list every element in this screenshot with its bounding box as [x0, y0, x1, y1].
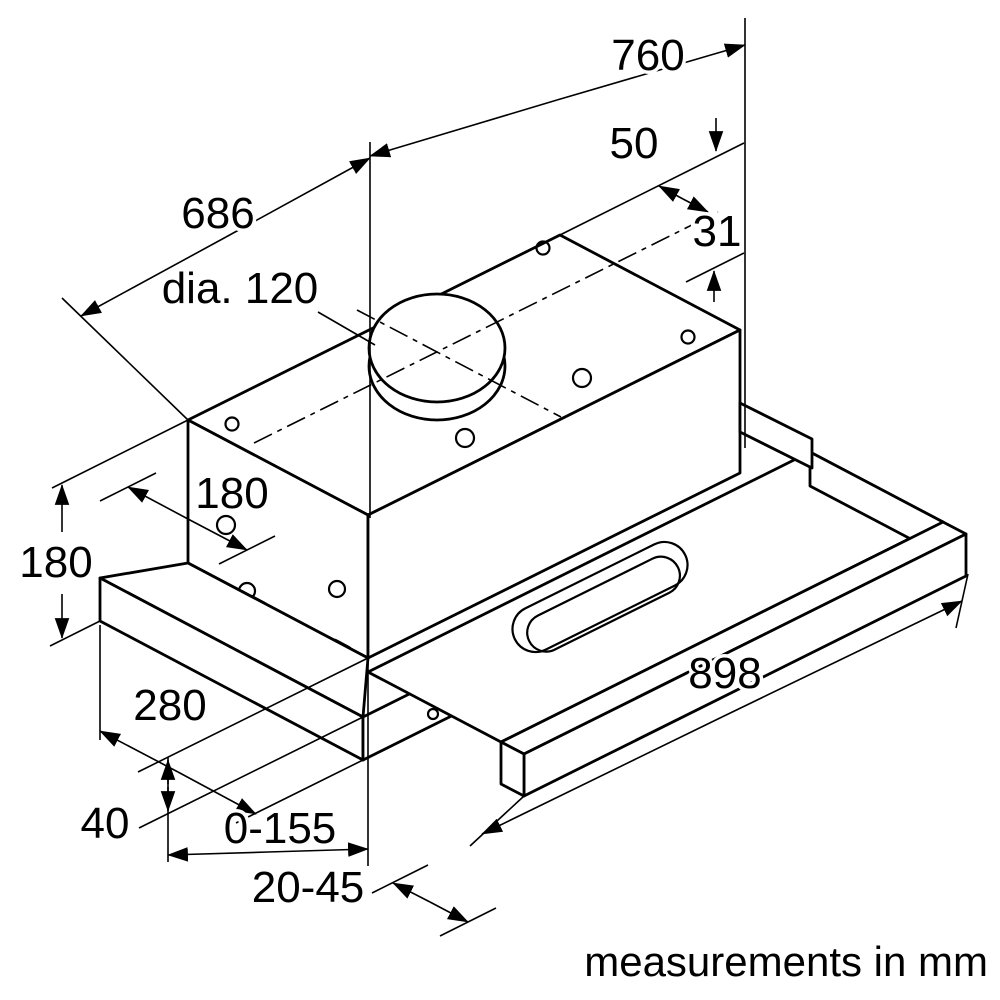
extension-line	[685, 252, 745, 283]
dim-line	[187, 518, 248, 551]
hood-structure	[98, 211, 968, 798]
dim-label-0-155: 0-155	[224, 804, 337, 853]
dimension-31: 31	[685, 118, 745, 302]
chassis-screw	[426, 707, 440, 721]
screw-hole	[224, 416, 240, 432]
vent-hole	[571, 367, 593, 389]
dim-line	[225, 157, 371, 238]
dim-label-40: 40	[81, 799, 130, 848]
side-hole	[327, 579, 347, 599]
dim-line	[127, 486, 189, 520]
dim-line	[556, 43, 746, 101]
extension-line	[138, 716, 364, 829]
centerline-long	[253, 211, 719, 444]
dimension-760: 760	[369, 18, 746, 518]
dim-line	[429, 901, 469, 923]
extension-line	[559, 142, 745, 236]
dim-line	[177, 771, 257, 815]
dimension-180-height: 180	[16, 419, 189, 647]
dimension-40: 40	[77, 657, 369, 862]
dim-line	[369, 99, 558, 158]
dimension-dia-120: dia. 120	[158, 261, 376, 346]
dim-label-180-depth: 180	[195, 469, 268, 518]
extension-line	[61, 297, 189, 421]
dim-line	[481, 716, 723, 835]
dim-label-dia-120: dia. 120	[162, 264, 319, 313]
dim-label-686: 686	[181, 189, 254, 238]
dim-label-20-45: 20-45	[252, 863, 365, 912]
dim-line	[721, 600, 963, 718]
dimension-898: 898	[469, 573, 969, 847]
dim-label-280: 280	[133, 681, 206, 730]
screw-hole	[535, 240, 551, 256]
screw-hole	[680, 329, 696, 345]
dimension-20-45: 20-45	[248, 860, 497, 937]
dim-label-760: 760	[611, 31, 684, 80]
vent-hole	[454, 427, 476, 449]
dim-line	[80, 236, 227, 317]
dim-label-50: 50	[610, 119, 659, 168]
dim-line	[99, 730, 179, 773]
extension-line	[51, 419, 189, 489]
extension-line	[235, 759, 364, 824]
dimension-180-depth: 180	[99, 466, 276, 565]
dim-line	[658, 185, 684, 202]
extension-line	[371, 864, 429, 894]
dim-line	[267, 842, 369, 857]
dim-label-180-height: 180	[19, 538, 92, 587]
chassis-corner-step	[738, 401, 814, 470]
dim-label-31: 31	[693, 207, 742, 256]
housing-right-face	[366, 328, 742, 660]
dimension-50: 50	[559, 116, 745, 236]
centerline-cross	[356, 309, 562, 418]
measurement-unit-note: measurements in mm	[584, 938, 988, 985]
extension-line	[137, 657, 369, 773]
dim-line	[167, 847, 269, 862]
dim-line	[392, 882, 431, 903]
duct-collar-rim	[367, 292, 507, 404]
dimensions: 760 686 dia. 120 50 31	[16, 18, 988, 985]
dimension-280: 280	[99, 625, 364, 824]
dimension-0-155: 0-155	[167, 662, 369, 866]
dim-label-898: 898	[688, 649, 761, 698]
handle-recess	[511, 540, 689, 654]
side-hole	[215, 514, 237, 536]
extension-line	[469, 795, 525, 847]
extension-line	[49, 620, 101, 647]
leader-line	[317, 311, 376, 346]
dimension-686: 686	[61, 157, 371, 421]
dim-line	[682, 196, 709, 213]
